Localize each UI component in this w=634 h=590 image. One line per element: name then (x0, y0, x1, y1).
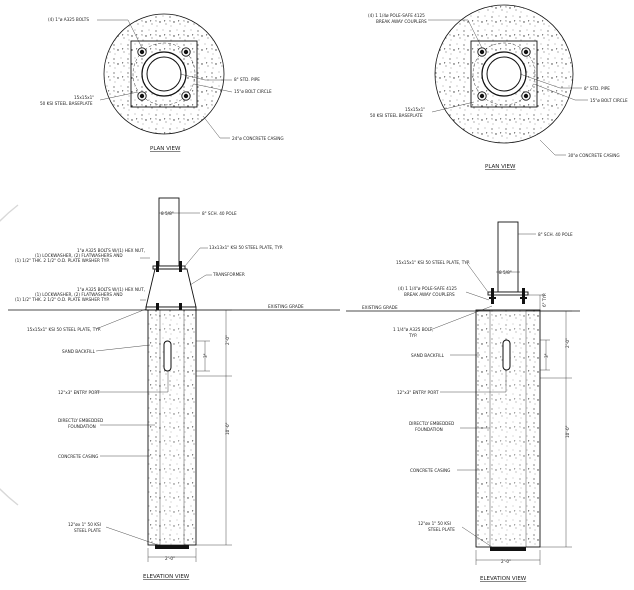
left-elev-embedded-label-1: DIRECTLY EMBEDDED (58, 418, 103, 423)
right-elev-dim-depth: 10'-0" (565, 425, 570, 438)
left-elev-backfill-label: SAND BACKFILL (62, 349, 96, 354)
left-elev-title: ELEVATION VIEW (143, 574, 190, 580)
left-elev-lower-bolts-label-3: (1) 1/2" THK. 2 1/2" O.D. PLATE WASHER T… (15, 297, 110, 302)
left-elev-transformer (145, 268, 197, 308)
left-elev-dim-port: 3" (203, 353, 208, 358)
left-plan-bolts-label: (4) 1"ø A325 BOLTS (48, 17, 89, 22)
right-plan-casing-label: 30"ø CONCRETE CASING (568, 153, 620, 158)
left-plan-baseplate-label-2: 50 KSI STEEL BASEPLATE (40, 101, 93, 106)
left-elev-casing-label: CONCRETE CASING (58, 454, 98, 459)
left-plan-baseplate-label-1: 15x15x1" (74, 95, 94, 100)
left-plan-view: (4) 1"ø A325 BOLTS 8" STD. PIPE 15"ø BOL… (40, 13, 284, 152)
right-elev-title: ELEVATION VIEW (480, 576, 527, 582)
right-elev-dim-upper: 2'-0" (565, 338, 570, 348)
right-plan-title: PLAN VIEW (485, 164, 516, 170)
right-elev-bottom-plate (490, 547, 526, 551)
left-elev-bottom-plate (155, 545, 189, 549)
left-elev-pole-width: 8 5/8" (161, 211, 174, 216)
right-elev-entry-port (502, 339, 511, 371)
left-plan-bolt-circle-label: 15"ø BOLT CIRCLE (234, 89, 272, 94)
left-elev-transformer-label: TRANSFORMER (212, 272, 245, 277)
left-elev-upper-bolts-label-1: 1"ø A325 BOLTS W/(1) HEX NUT, (77, 248, 145, 253)
left-elev-pole (158, 197, 180, 267)
left-elev-lower-bolts (156, 303, 182, 313)
right-elev-bolt-label-2: TYP. (408, 333, 417, 338)
left-elev-grade-label: EXISTING GRADE (268, 304, 304, 309)
left-elev-entry-port (163, 340, 172, 372)
left-elev-top-plate-label: 13x13x1" KSI 50 STEEL PLATE, TYP. (209, 245, 283, 250)
left-elev-bottom-plate-label-2: STEEL PLATE (74, 528, 101, 533)
left-plan-casing-label: 24"ø CONCRETE CASING (232, 136, 284, 141)
right-elev-bolt-label-1: 1 1/4"ø A325 BOLT, (393, 327, 433, 332)
right-elevation-view: EXISTING GRADE 8" SCH. 40 POLE 15x15x1" … (346, 221, 580, 582)
left-elev-lower-bolts-label-2: (1) LOCKWASHER, (2) FLATWASHERS AND (35, 292, 123, 297)
left-elev-dim-upper: 2'-0" (225, 335, 230, 345)
right-plan-view: (4) 1 1/4ø POLE-SAFE 4125 BREAK AWAY COU… (368, 4, 628, 170)
right-elev-couplers-label-2: BREAK AWAY COUPLERS (404, 292, 455, 297)
right-elev-port-label: 12"x3" ENTRY PORT (397, 390, 439, 395)
left-plan-bolts (137, 47, 191, 101)
right-elev-bottom-plate-label-1: 12"øx 1" 50 KSI (418, 521, 451, 526)
left-elev-bottom-plate-label-1: 12"øx 1" 50 KSI (68, 522, 101, 527)
right-plan-couplers-label-2: BREAK AWAY COUPLERS (376, 19, 427, 24)
left-elev-port-label: 12"x3" ENTRY PORT (58, 390, 100, 395)
right-elev-dim-width: 2'-0" (501, 559, 511, 564)
right-elev-casing-label: CONCRETE CASING (410, 468, 450, 473)
right-elev-couplers-label-1: (4) 1 1/4"ø POLE-SAFE 4125 (398, 286, 457, 291)
right-elev-grade-label: EXISTING GRADE (362, 305, 398, 310)
right-elev-embedded-label-1: DIRECTLY EMBEDDED (409, 421, 454, 426)
right-elev-embedded-label-2: FOUNDATION (415, 427, 443, 432)
left-elev-casing (147, 309, 197, 546)
right-elev-couplers (489, 288, 527, 304)
right-elev-dim-top: 6" TYP. (542, 293, 547, 307)
right-elev-plate-label: 15x15x1" KSI 50 STEEL PLATE, TYP. (396, 260, 470, 265)
left-plan-title: PLAN VIEW (150, 146, 181, 152)
left-elev-lower-plate (145, 306, 197, 311)
right-elev-backfill-label: SAND BACKFILL (411, 353, 445, 358)
left-elev-embedded-label-2: FOUNDATION (68, 424, 96, 429)
left-elev-upper-bolts-label-3: (1) 1/2" THK. 2 1/2" O.D. PLATE WASHER T… (15, 258, 110, 263)
left-elev-dim-depth: 10'-0" (225, 422, 230, 435)
right-plan-bolt-circle (472, 42, 536, 106)
left-elevation-view: EXISTING GRADE 8 5/8" 8" SCH. 40 POLE 1"… (8, 197, 340, 580)
right-elev-dim-port: 3" (544, 353, 549, 358)
left-plan-baseplate (130, 40, 198, 108)
left-elev-upper-bolts-label-2: (1) LOCKWASHER, (2) FLATWASHERS AND (35, 253, 123, 258)
right-plan-baseplate-label-1: 15x15x1" (405, 107, 425, 112)
right-plan-baseplate-label-2: 50 KSI STEEL BASEPLATE (370, 113, 423, 118)
right-elev-pole-label: 8" SCH. 40 POLE (538, 232, 573, 237)
right-plan-pipe-label: 8" STD. PIPE (584, 86, 610, 91)
background-arc (0, 204, 19, 506)
left-plan-pipe-inner (146, 56, 182, 92)
right-elev-plate (487, 291, 529, 296)
right-plan-baseplate (470, 40, 538, 108)
right-plan-couplers-label-1: (4) 1 1/4ø POLE-SAFE 4125 (368, 13, 425, 18)
right-elev-pole (497, 221, 519, 293)
left-elev-dim-width: 2'-0" (165, 556, 175, 561)
right-elev-pole-width: 8 5/8" (499, 270, 512, 275)
left-plan-pipe-label: 8" STD. PIPE (234, 77, 260, 82)
left-elev-plate-label: 15x15x1" KSI 50 STEEL PLATE, TYP. (27, 327, 101, 332)
right-elev-bottom-plate-label-2: STEEL PLATE (428, 527, 455, 532)
left-plan-bolt-circle (132, 42, 196, 106)
right-plan-pipe-inner (486, 56, 522, 92)
left-elev-lower-bolts-label-1: 1"ø A325 BOLTS W/(1) HEX NUT, (77, 287, 145, 292)
right-plan-bolt-circle-label: 15"ø BOLT CIRCLE (590, 98, 628, 103)
left-elev-upper-bolts (156, 261, 182, 272)
left-elev-pole-label: 8" SCH. 40 POLE (202, 211, 237, 216)
